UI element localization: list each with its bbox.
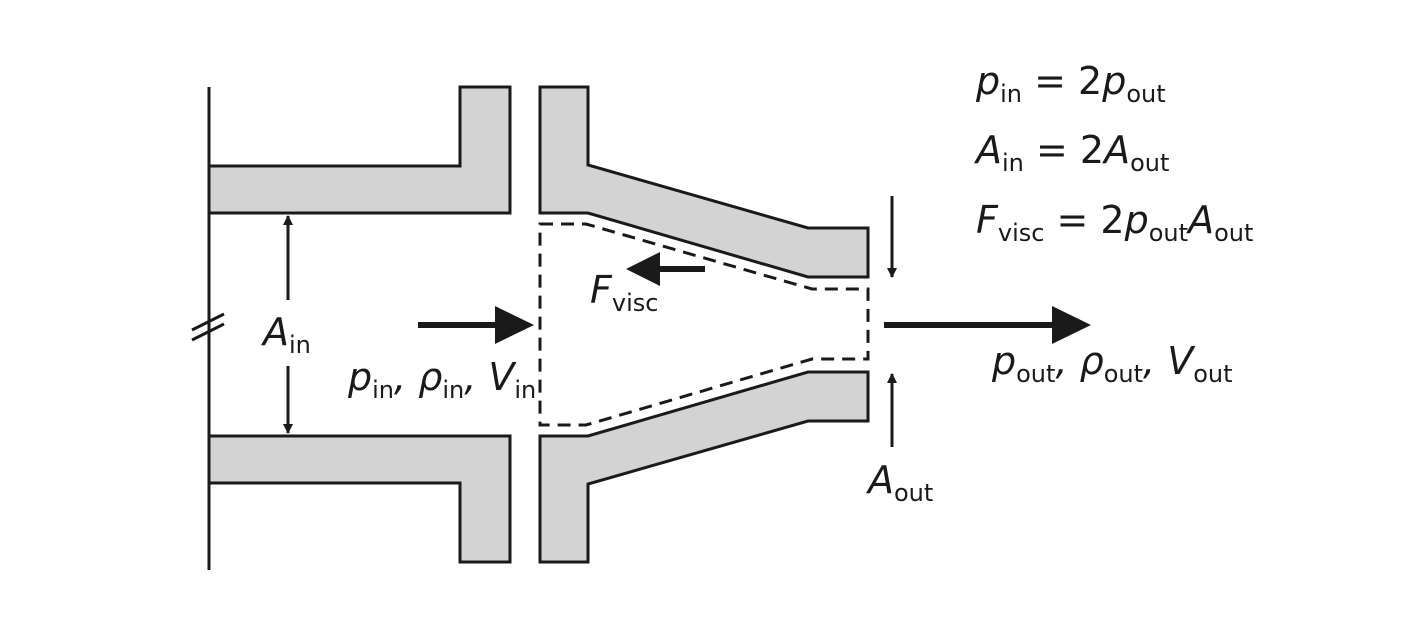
outlet-flow-arrow-head	[1052, 306, 1091, 344]
inlet-state-label: pin, ρin, Vin	[347, 355, 536, 404]
equation-area: Ain = 2Aout	[973, 128, 1169, 177]
equation-pressure: pin = 2pout	[975, 59, 1166, 108]
nozzle-wall-bottom	[538, 370, 870, 564]
outlet-state-label: pout, ρout, Vout	[991, 339, 1233, 388]
control-volume-boundary	[538, 222, 870, 427]
a-out-label: Aout	[865, 458, 933, 507]
break-mark-2	[191, 322, 225, 342]
f-visc-label: Fvisc	[590, 268, 658, 317]
a-in-label: Ain	[260, 310, 311, 359]
break-mark-1	[191, 312, 225, 332]
equation-viscous-force: Fvisc = 2poutAout	[976, 198, 1253, 247]
nozzle-wall-top	[538, 85, 870, 279]
viscous-force-arrow-head	[626, 252, 660, 286]
inlet-pipe-wall-bottom	[207, 434, 512, 564]
inlet-pipe-wall-top	[207, 85, 512, 215]
inlet-flow-arrow-head	[495, 306, 534, 344]
